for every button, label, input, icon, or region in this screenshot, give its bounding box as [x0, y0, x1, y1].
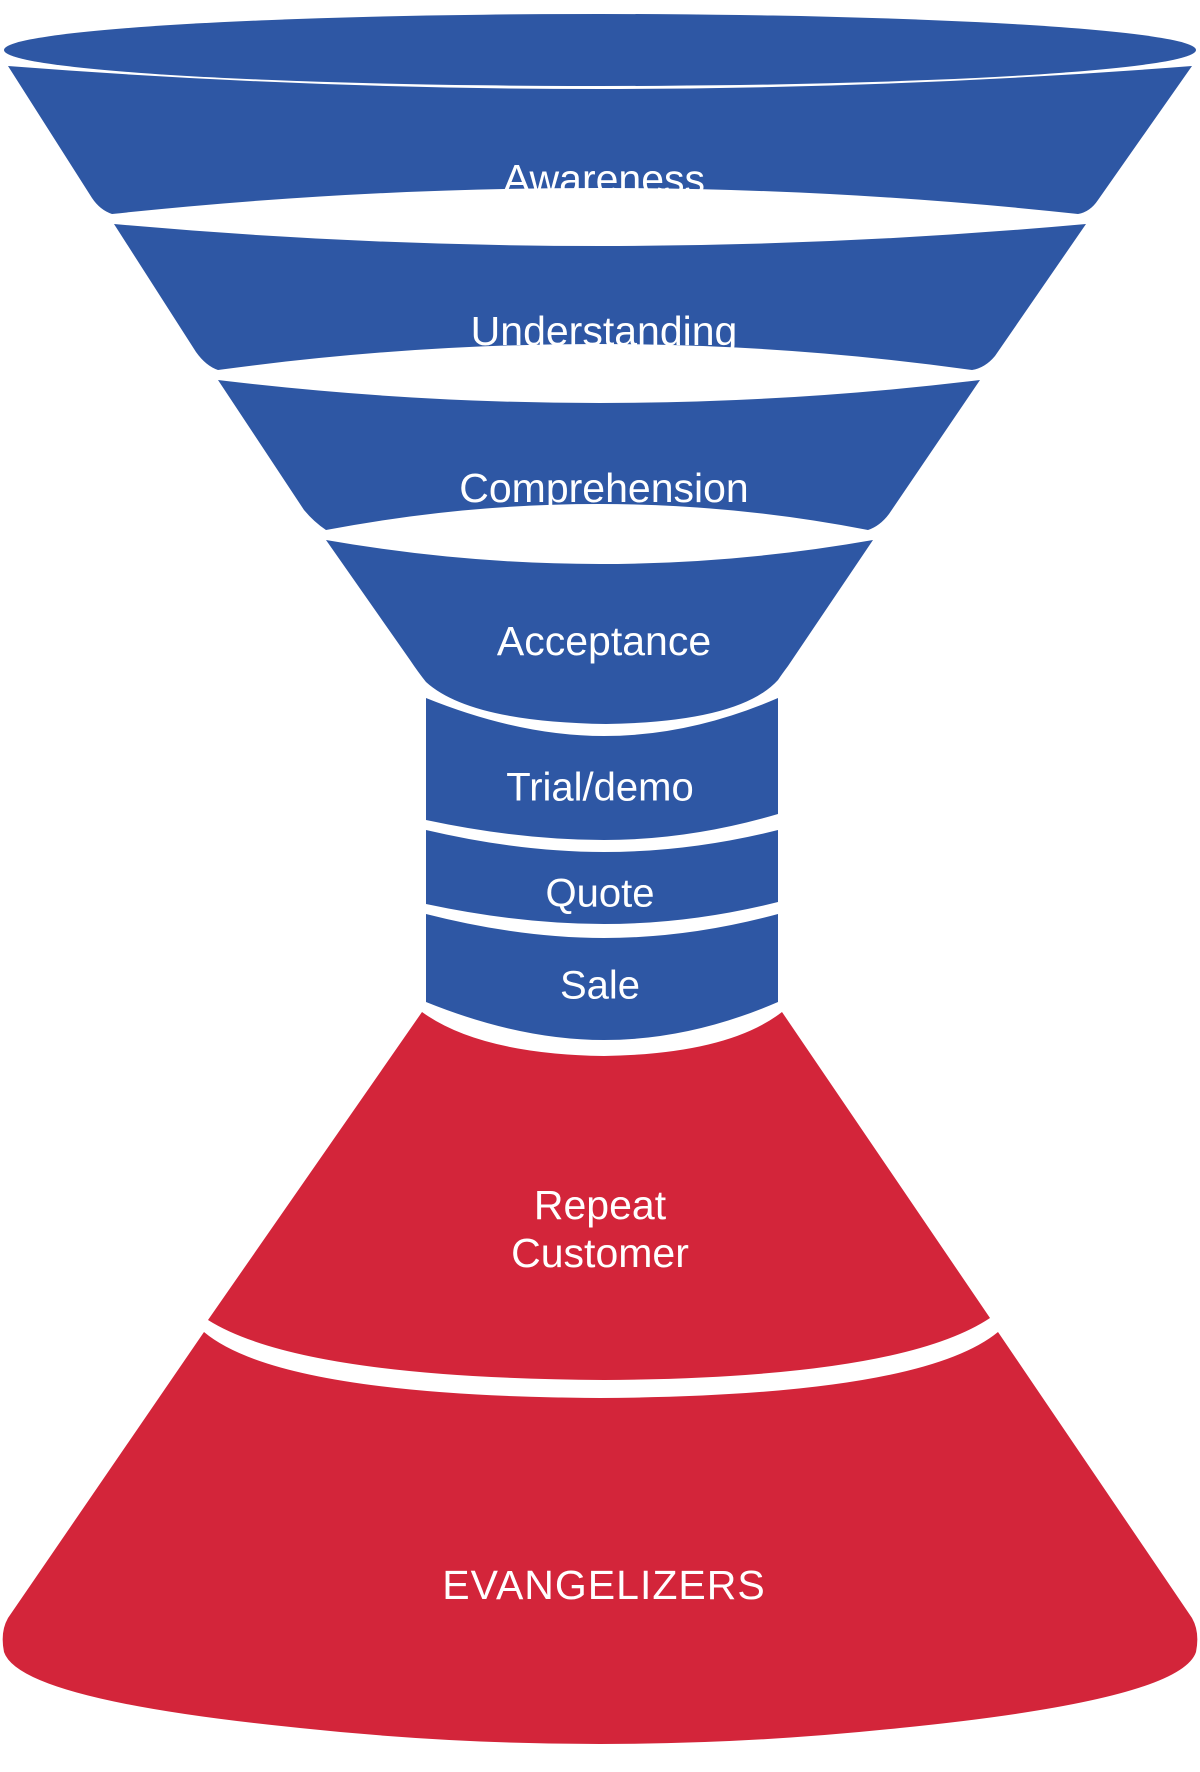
- stage-label-acceptance: Acceptance: [497, 618, 711, 664]
- stage-band-awareness: [8, 66, 1192, 214]
- stage-label-quote: Quote: [546, 872, 655, 916]
- stage-band-understanding: [114, 224, 1086, 370]
- stage-band-evangelizers: [2, 1332, 1198, 1744]
- stage-band-quote: [426, 830, 778, 924]
- bottom-funnel: [2, 1012, 1198, 1744]
- stage-band-sale: [426, 914, 778, 1040]
- top-funnel: [4, 14, 1196, 1040]
- stage-label-repeat-line2: Customer: [511, 1230, 689, 1276]
- stage-label-understanding: Understanding: [471, 308, 738, 354]
- stage-label-awareness: Awareness: [503, 156, 705, 202]
- stage-band-trial: [426, 698, 778, 840]
- stage-label-evangelizers: EVANGELIZERS: [442, 1562, 765, 1608]
- stage-label-sale: Sale: [560, 964, 640, 1008]
- stage-label-repeat-line1: Repeat: [534, 1182, 667, 1228]
- stage-band-repeat: [208, 1012, 990, 1380]
- stage-label-trial: Trial/demo: [506, 766, 693, 810]
- stage-label-comprehension: Comprehension: [459, 465, 748, 511]
- stage-band-acceptance: [326, 540, 873, 724]
- funnel-rim: [4, 14, 1196, 86]
- stage-labels: Awareness Understanding Comprehension Ac…: [442, 156, 765, 1608]
- stage-band-comprehension: [218, 380, 980, 530]
